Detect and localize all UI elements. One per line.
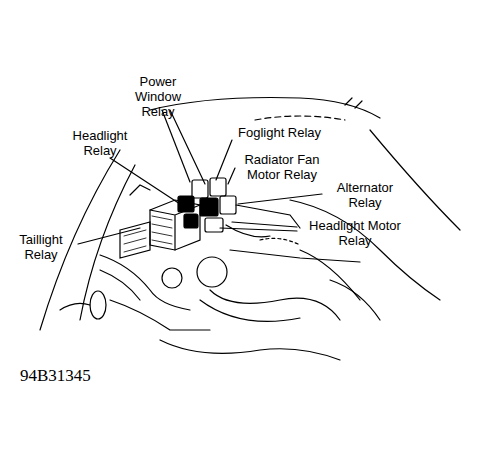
figure-code: 94B31345 <box>20 366 140 385</box>
relay-label: Power Window Relay <box>128 74 188 119</box>
relay-label: Alternator Relay <box>325 180 405 210</box>
relay-label: Foglight Relay <box>238 125 348 140</box>
relay-label: Taillight Relay <box>8 232 74 262</box>
relay-label: Headlight Motor Relay <box>300 218 410 248</box>
relay-label: Headlight Relay <box>68 128 132 158</box>
relay-label: Radiator Fan Motor Relay <box>238 152 326 182</box>
